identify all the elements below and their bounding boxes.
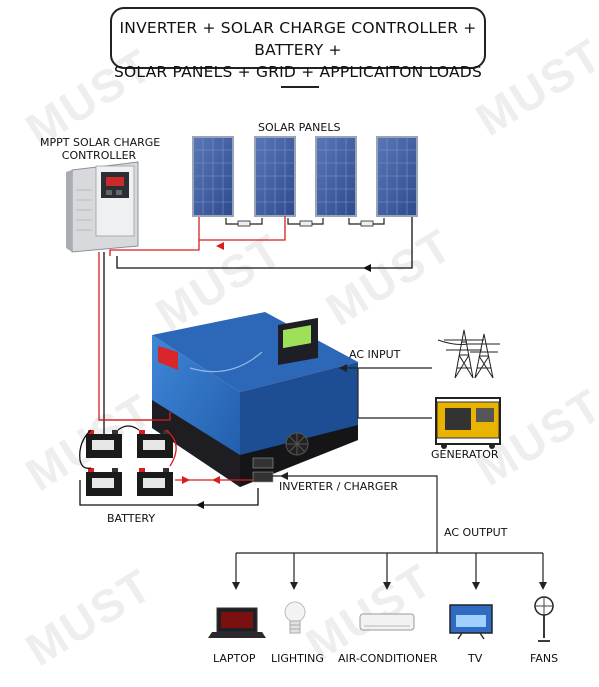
ac-output-wiring [232,472,547,590]
battery-2 [137,430,173,458]
battery-label: BATTERY [107,512,156,525]
controller-label-line1: MPPT SOLAR CHARGE [40,136,161,149]
load-label-tv: TV [468,652,483,665]
dc-link [99,412,171,421]
fan-icon [534,596,554,642]
load-label-air-conditioner: AIR-CONDITIONER [338,652,438,665]
battery-1 [86,430,122,458]
inverter-charger [152,312,358,487]
load-label-lighting: LIGHTING [271,652,324,665]
solar-panels-label: SOLAR PANELS [258,121,341,134]
light-bulb-icon [284,601,306,634]
load-label-laptop: LAPTOP [213,652,256,665]
solar-panel-1 [192,136,234,217]
air-conditioner-icon [359,613,415,631]
battery-bank [79,425,259,509]
mppt-controller [66,161,139,253]
battery-3 [86,468,122,496]
solar-panel-4 [376,136,418,217]
power-pylon-icon [437,329,500,379]
battery-4 [137,468,173,496]
title-divider [281,86,319,88]
title-line-1: INVERTER + SOLAR CHARGE CONTROLLER + BAT… [119,19,477,59]
controller-label-line2: CONTROLLER [61,149,137,162]
generator-label: GENERATOR [431,448,499,461]
generator-icon [435,397,501,449]
ac-output-label: AC OUTPUT [444,526,508,539]
inverter-label: INVERTER / CHARGER [279,480,399,493]
laptop-icon [208,607,266,638]
solar-panel-3 [315,136,357,217]
diagram-title: INVERTER + SOLAR CHARGE CONTROLLER + BAT… [110,7,486,81]
solar-panel-2 [254,136,296,217]
load-label-fans: FANS [530,652,559,665]
ac-input-label: AC INPUT [349,348,401,361]
controller-label: MPPT SOLAR CHARGE CONTROLLER [40,136,161,162]
solar-panel-array [192,136,418,227]
pv-wiring [109,216,413,272]
tv-icon [449,604,493,640]
ac-input-wiring [339,364,432,419]
title-line-2: SOLAR PANELS + GRID + APPLICAITON LOADS [113,63,482,81]
